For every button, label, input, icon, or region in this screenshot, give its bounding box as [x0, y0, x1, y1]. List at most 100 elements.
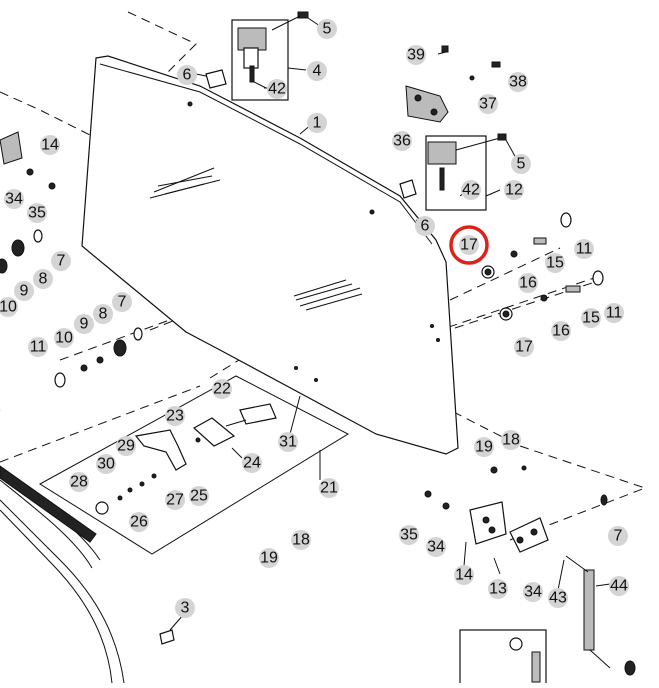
- svg-text:38: 38: [509, 74, 527, 91]
- callout-3: 3: [175, 598, 195, 618]
- svg-text:28: 28: [70, 474, 88, 491]
- svg-text:42: 42: [462, 182, 480, 199]
- callout-9-left-mid: 9: [74, 314, 94, 334]
- svg-text:8: 8: [99, 306, 108, 323]
- lower-left-seal-strip: [0, 465, 175, 684]
- svg-text:18: 18: [502, 432, 520, 449]
- svg-text:4: 4: [313, 63, 322, 80]
- callout-8-left-top: 8: [33, 269, 53, 289]
- callout-8-left-mid: 8: [93, 304, 113, 324]
- svg-text:7: 7: [614, 528, 623, 545]
- callout-16-bottom: 16: [551, 321, 571, 341]
- callout-6-right: 6: [415, 216, 435, 236]
- svg-text:27: 27: [166, 492, 184, 509]
- callout-15-top: 15: [545, 253, 565, 273]
- callout-34-bottom-mid: 34: [426, 537, 446, 557]
- svg-text:13: 13: [489, 581, 507, 598]
- callout-24: 24: [242, 453, 262, 473]
- callout-26: 26: [129, 512, 149, 532]
- callout-34-left: 34: [4, 189, 24, 209]
- callout-6-top: 6: [177, 65, 197, 85]
- callout-1: 1: [307, 113, 327, 133]
- lower-right-hinge-and-strut: [424, 465, 636, 688]
- callout-11-left: 11: [28, 337, 48, 357]
- callout-21: 21: [319, 478, 339, 498]
- svg-text:36: 36: [393, 133, 411, 150]
- callout-5-top: 5: [317, 19, 337, 39]
- svg-text:39: 39: [407, 47, 425, 64]
- callout-35-bottom: 35: [399, 525, 419, 545]
- callout-25: 25: [189, 486, 209, 506]
- svg-text:35: 35: [400, 527, 418, 544]
- svg-text:30: 30: [97, 456, 115, 473]
- svg-text:15: 15: [582, 310, 600, 327]
- svg-text:8: 8: [39, 271, 48, 288]
- svg-text:1: 1: [313, 115, 322, 132]
- svg-text:11: 11: [576, 241, 593, 258]
- svg-text:10: 10: [0, 299, 17, 316]
- callout-10-left-mid: 10: [54, 328, 74, 348]
- svg-text:11: 11: [606, 305, 623, 322]
- svg-text:18: 18: [292, 532, 310, 549]
- svg-text:37: 37: [479, 96, 497, 113]
- svg-text:14: 14: [41, 137, 59, 154]
- svg-text:22: 22: [213, 381, 231, 398]
- callout-23: 23: [165, 406, 185, 426]
- svg-text:7: 7: [57, 253, 66, 270]
- callout-10-left-top: 10: [0, 297, 18, 317]
- svg-text:44: 44: [610, 578, 628, 595]
- upper-right-hinge-cluster: [399, 45, 507, 211]
- callout-29: 29: [116, 436, 136, 456]
- rear-glass-panel: [81, 55, 459, 455]
- callout-17-highlight-ring: [449, 225, 489, 265]
- callout-17-bottom: 17: [514, 337, 534, 357]
- callout-9-left-top: 9: [14, 281, 34, 301]
- svg-text:35: 35: [28, 205, 46, 222]
- svg-text:34: 34: [524, 584, 542, 601]
- callout-14-left: 14: [40, 135, 60, 155]
- callout-42-right: 42: [461, 180, 481, 200]
- svg-text:21: 21: [320, 480, 338, 497]
- callout-39: 39: [406, 45, 426, 65]
- svg-text:24: 24: [243, 455, 261, 472]
- callout-16-top: 16: [518, 273, 538, 293]
- callout-18-right: 18: [501, 430, 521, 450]
- callout-11-right-bottom: 11: [604, 303, 624, 323]
- callout-43: 43: [548, 588, 568, 608]
- callout-13: 13: [488, 579, 508, 599]
- callout-22: 22: [212, 379, 232, 399]
- svg-text:14: 14: [455, 567, 473, 584]
- callout-17-highlighted: 17: [459, 235, 479, 255]
- glass-reflection-marks: [149, 167, 363, 311]
- svg-text:7: 7: [118, 294, 127, 311]
- upper-left-hinge-box: [205, 11, 309, 101]
- svg-text:15: 15: [546, 255, 564, 272]
- svg-text:5: 5: [517, 156, 526, 173]
- callout-7-left-mid: 7: [112, 292, 132, 312]
- callout-37: 37: [478, 94, 498, 114]
- left-fastener-stack: [0, 131, 143, 388]
- callout-7-left-top: 7: [51, 251, 71, 271]
- callout-27: 27: [165, 490, 185, 510]
- callout-28: 28: [69, 472, 89, 492]
- svg-text:17: 17: [460, 237, 478, 254]
- callout-31: 31: [278, 432, 298, 452]
- callout-30: 30: [96, 454, 116, 474]
- callout-11-right-top: 11: [574, 239, 594, 259]
- svg-text:9: 9: [20, 283, 29, 300]
- svg-text:31: 31: [279, 434, 297, 451]
- svg-text:11: 11: [30, 339, 47, 356]
- svg-text:29: 29: [117, 438, 135, 455]
- callout-42-top: 42: [267, 79, 287, 99]
- callout-38: 38: [508, 72, 528, 92]
- callout-35-left: 35: [27, 203, 47, 223]
- svg-text:5: 5: [323, 21, 332, 38]
- svg-text:23: 23: [166, 408, 184, 425]
- callout-19-bottom: 19: [259, 548, 279, 568]
- latch-assembly-box: [39, 375, 350, 555]
- right-side-fasteners: [481, 212, 604, 321]
- svg-text:16: 16: [519, 275, 537, 292]
- callout-4: 4: [307, 61, 327, 81]
- svg-text:6: 6: [183, 67, 192, 84]
